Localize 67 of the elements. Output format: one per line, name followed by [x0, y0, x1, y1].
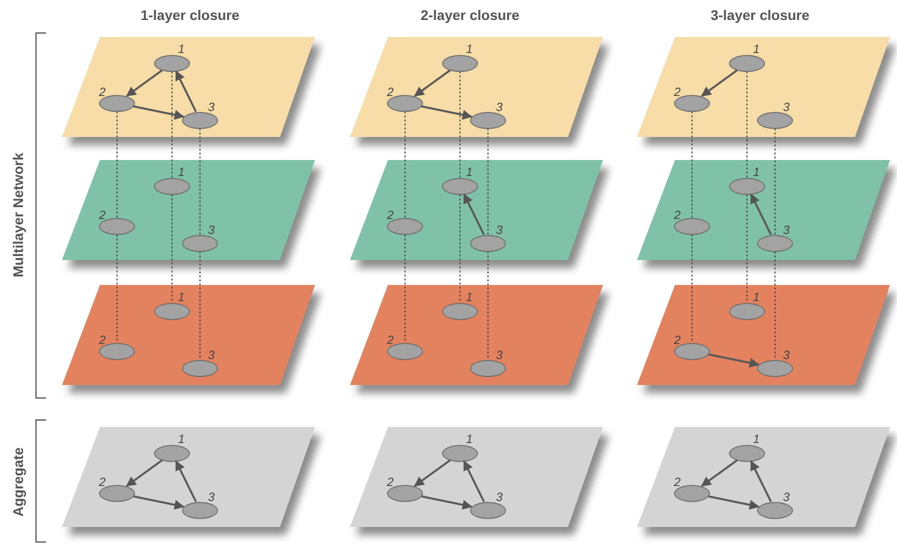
node-number: 3 [496, 101, 503, 113]
node-number: 1 [178, 291, 185, 303]
node-number: 2 [387, 86, 394, 98]
arrow [126, 69, 163, 97]
node-number: 3 [208, 224, 215, 236]
arrow [421, 105, 472, 120]
arrow [421, 495, 472, 510]
node-number: 2 [674, 86, 681, 98]
node-number: 3 [783, 349, 790, 361]
node-number: 1 [178, 43, 185, 55]
node-number: 3 [208, 491, 215, 503]
node-number: 3 [208, 349, 215, 361]
node-number: 2 [99, 334, 106, 346]
dashed-connector [774, 251, 776, 360]
dashed-connector [116, 234, 118, 343]
dashed-connector [746, 71, 748, 178]
dashed-connector [116, 111, 118, 218]
node-number: 1 [466, 291, 473, 303]
dashed-connector [746, 194, 748, 303]
arrow [708, 353, 760, 368]
node-number: 2 [387, 476, 394, 488]
arrow [463, 193, 485, 236]
node-number: 3 [783, 224, 790, 236]
node-number: 2 [99, 476, 106, 488]
group-label: Multilayer Network [11, 152, 25, 278]
arrow [133, 495, 184, 510]
arrow [750, 193, 772, 236]
arrow [126, 459, 163, 487]
dashed-connector [404, 234, 406, 343]
node-number: 2 [674, 334, 681, 346]
arrow [708, 495, 760, 510]
node-number: 2 [674, 209, 681, 221]
dashed-connector [404, 111, 406, 218]
node-number: 1 [753, 166, 760, 178]
node-number: 3 [783, 491, 790, 503]
node-number: 2 [99, 86, 106, 98]
node-number: 3 [208, 101, 215, 113]
node-number: 2 [387, 209, 394, 221]
node-number: 1 [753, 291, 760, 303]
node-number: 1 [178, 433, 185, 445]
arrow [414, 459, 451, 487]
dashed-connector [774, 128, 776, 235]
node-number: 1 [466, 43, 473, 55]
group-label: Aggregate [11, 447, 25, 517]
node-number: 1 [466, 433, 473, 445]
arrow [750, 460, 772, 502]
node-number: 3 [496, 349, 503, 361]
column-header: 3-layer closure [710, 8, 810, 22]
column-header: 2-layer closure [420, 8, 520, 22]
node-number: 2 [387, 334, 394, 346]
node-number: 2 [674, 476, 681, 488]
node-number: 1 [753, 433, 760, 445]
node-number: 1 [753, 43, 760, 55]
arrow [414, 69, 451, 97]
node-number: 1 [466, 166, 473, 178]
node-number: 3 [783, 101, 790, 113]
arrow [701, 459, 738, 487]
arrow [175, 70, 197, 112]
arrow [701, 69, 738, 97]
arrow [175, 460, 197, 502]
node-number: 3 [496, 224, 503, 236]
arrow [463, 460, 485, 502]
arrow [133, 105, 184, 120]
column-header: 1-layer closure [140, 8, 240, 22]
node-number: 2 [99, 209, 106, 221]
node-number: 3 [496, 491, 503, 503]
node-number: 1 [178, 166, 185, 178]
